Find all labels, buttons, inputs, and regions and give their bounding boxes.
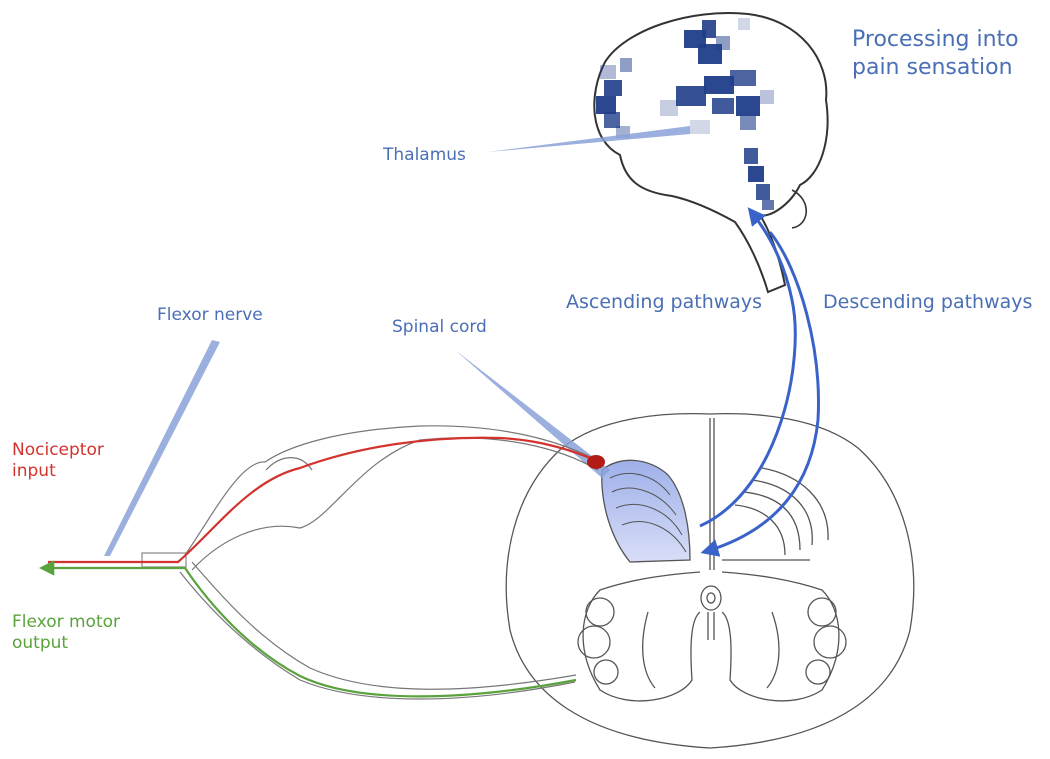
processing-label-line2: pain sensation (852, 54, 1019, 82)
spinal-cord-label: Spinal cord (392, 317, 487, 338)
thalamus-pointer (488, 126, 690, 152)
nociceptor-terminal (587, 455, 605, 469)
spinal-cord-pointer (455, 350, 610, 478)
spinal-cord-section (506, 414, 913, 748)
processing-label: Processing into pain sensation (852, 26, 1019, 81)
motor-fiber (42, 568, 576, 696)
dorsal-horn-left (602, 460, 690, 562)
flexor-motor-label-line2: output (12, 633, 120, 654)
flexor-nerve-label: Flexor nerve (157, 305, 263, 326)
flexor-motor-label: Flexor motor output (12, 612, 120, 655)
nociceptor-label: Nociceptor input (12, 440, 104, 483)
processing-label-line1: Processing into (852, 26, 1019, 54)
descending-pathways-label: Descending pathways (823, 291, 1032, 315)
nociceptor-label-line2: input (12, 461, 104, 482)
flexor-motor-label-line1: Flexor motor (12, 612, 120, 633)
brain-activity (596, 18, 774, 210)
flexor-nerve-pointer (104, 340, 220, 556)
brain (594, 13, 827, 292)
ascending-pathways-label: Ascending pathways (566, 291, 762, 315)
nociceptor-label-line1: Nociceptor (12, 440, 104, 461)
nerve-roots (142, 426, 600, 699)
thalamus-label: Thalamus (383, 145, 466, 166)
nociceptor-fiber (48, 438, 600, 562)
